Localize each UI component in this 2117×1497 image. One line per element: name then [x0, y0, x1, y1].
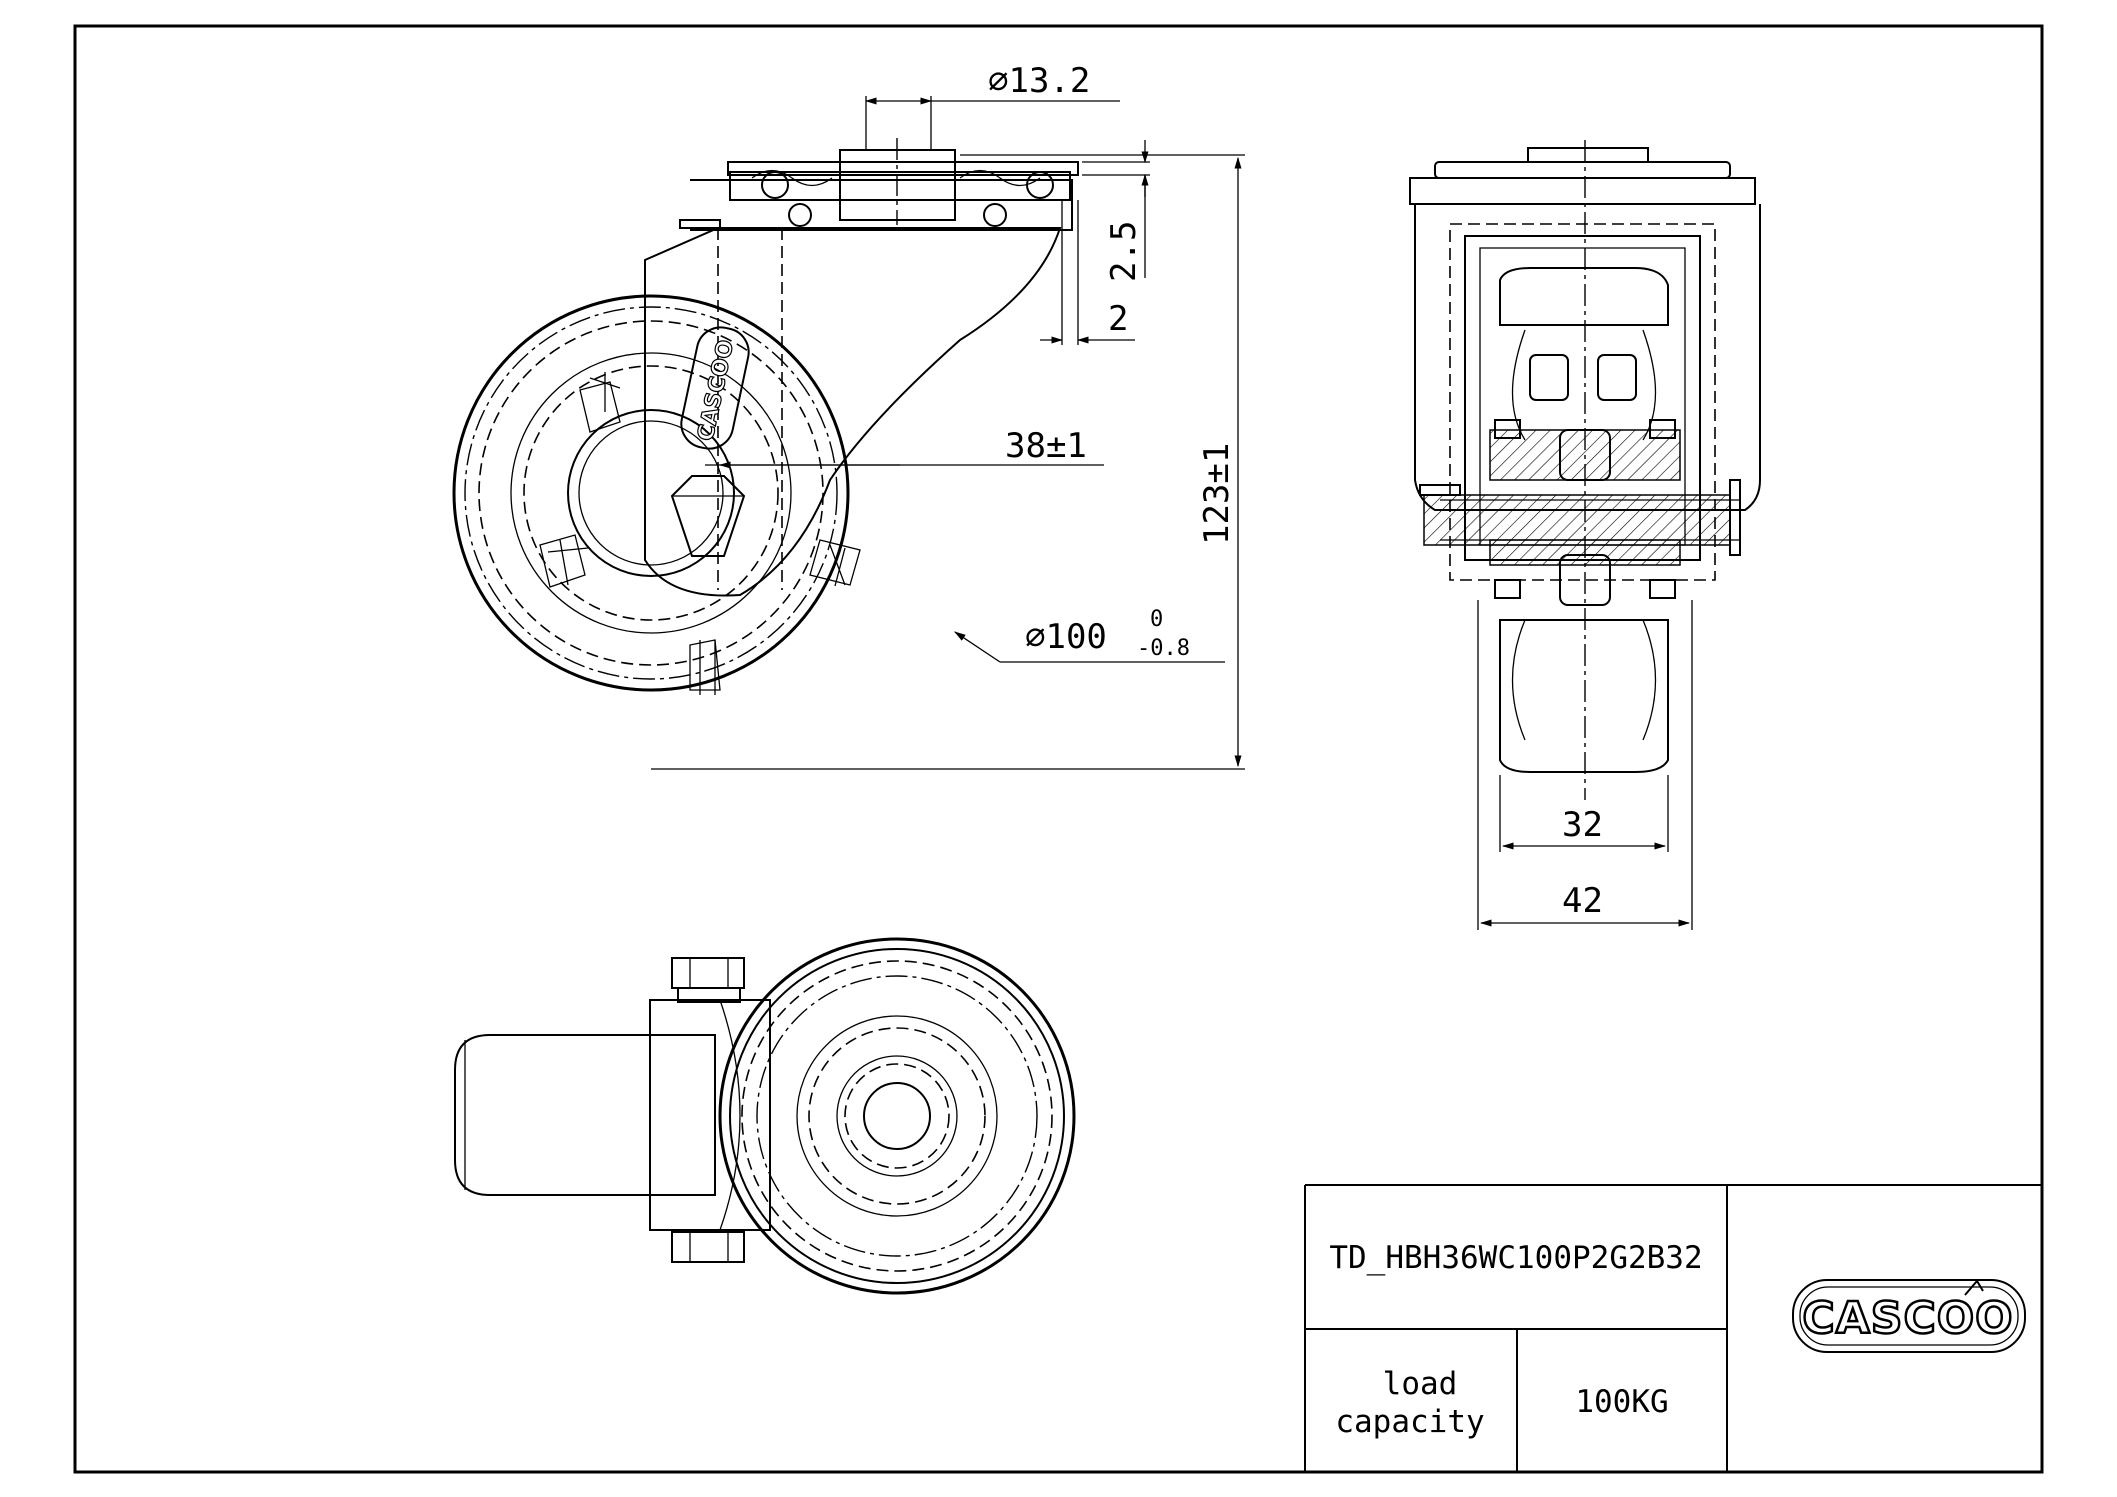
cascoo-logo: CASCOO: [1792, 1279, 2026, 1353]
svg-text:CASCOO: CASCOO: [1802, 1293, 2013, 1344]
side-view: CASCOO ∅13.2 2.5: [452, 61, 1245, 770]
fork-width-label: 42: [1562, 881, 1603, 921]
part-number: TD_HBH36WC100P2G2B32: [1329, 1240, 1702, 1276]
offset-label: 38±1: [1005, 426, 1087, 466]
load-label-line1: load: [1383, 1366, 1458, 1402]
title-block: TD_HBH36WC100P2G2B32 load capacity 100KG…: [1304, 1184, 2042, 1472]
plate-thickness-label: 2.5: [1104, 221, 1144, 282]
wheel-diameter-label: ∅100: [1025, 617, 1107, 657]
overall-height-label: 123±1: [1197, 443, 1237, 545]
drawing-border: [73, 24, 2044, 1474]
wheel-tol-upper: 0: [1150, 607, 1163, 632]
pin-diameter-label: ∅13.2: [988, 61, 1090, 101]
load-label-line2: capacity: [1335, 1404, 1484, 1440]
top-view: [454, 937, 1076, 1295]
plate-offset-label: 2: [1108, 299, 1128, 339]
wheel-tol-lower: -0.8: [1137, 636, 1190, 661]
load-value: 100KG: [1575, 1384, 1668, 1420]
front-view: 32 42: [1409, 140, 1761, 930]
tread-width-label: 32: [1562, 805, 1603, 845]
